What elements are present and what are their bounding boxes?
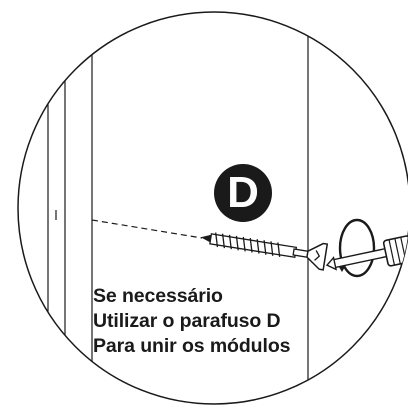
detail-circle-outline bbox=[17, 11, 408, 405]
caption-line-3: Para unir os módulos bbox=[93, 335, 291, 357]
insertion-guide-line bbox=[91, 219, 203, 239]
rotation-arrow-icon bbox=[336, 218, 376, 278]
instruction-caption: Se necessário Utilizar o parafuso D Para… bbox=[93, 284, 290, 359]
caption-line-1: Se necessário bbox=[93, 285, 223, 307]
badge-circle bbox=[214, 164, 272, 222]
caption-line-2: Utilizar o parafuso D bbox=[93, 310, 281, 332]
part-badge-letter: D bbox=[227, 168, 259, 217]
screw-icon bbox=[200, 232, 329, 271]
